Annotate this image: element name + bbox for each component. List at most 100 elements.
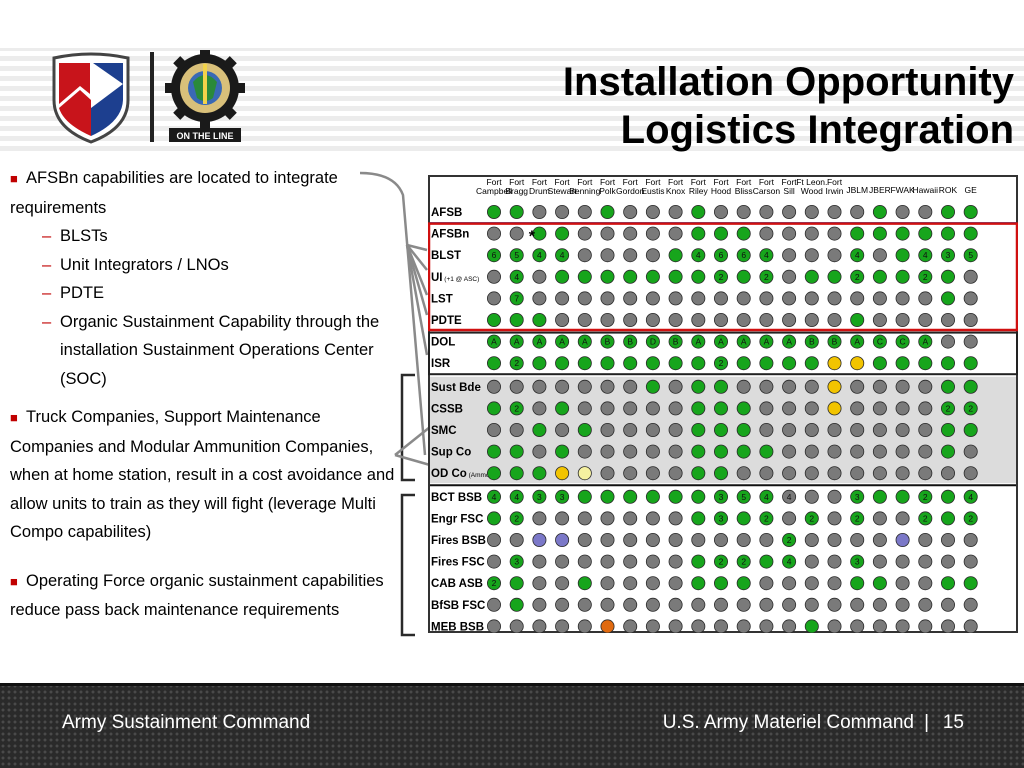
status-dot: [895, 204, 910, 219]
status-dot: [487, 401, 502, 416]
status-dot: [895, 401, 910, 416]
status-dot: [895, 444, 910, 459]
status-dot: [509, 511, 524, 526]
dot-count-label: 4: [764, 492, 769, 502]
status-dot: [600, 554, 615, 569]
status-dot: [827, 597, 842, 612]
status-dot: [963, 489, 978, 504]
status-dot: [759, 576, 774, 591]
row-label: Fires BSB: [431, 535, 486, 547]
status-dot: [782, 379, 797, 394]
status-dot: [850, 619, 865, 633]
status-dot: [645, 379, 660, 394]
status-dot: [509, 597, 524, 612]
status-dot: [963, 356, 978, 371]
dot-count-label: B: [605, 337, 611, 347]
status-dot: [759, 401, 774, 416]
status-dot: [850, 334, 865, 349]
status-dot: [668, 379, 683, 394]
status-dot: [600, 466, 615, 481]
status-dot: [487, 554, 502, 569]
status-dot: [827, 422, 842, 437]
status-dot: [895, 226, 910, 241]
status-dot: [850, 248, 865, 263]
status-dot: [827, 619, 842, 633]
status-dot: [782, 489, 797, 504]
status-dot: [532, 334, 547, 349]
status-dot: [668, 204, 683, 219]
status-dot: [759, 248, 774, 263]
status-dot: [577, 597, 592, 612]
status-dot: [555, 248, 570, 263]
status-dot: [555, 401, 570, 416]
status-dot: [623, 248, 638, 263]
status-dot: [736, 619, 751, 633]
status-dot: [827, 269, 842, 284]
status-dot: [759, 291, 774, 306]
status-dot: [827, 248, 842, 263]
asterisk-note: *: [529, 229, 536, 246]
status-dot: [487, 619, 501, 633]
status-dot: [487, 226, 502, 241]
status-dot: [668, 554, 683, 569]
status-dot: [600, 269, 615, 284]
row-label: CAB ASB: [431, 578, 483, 590]
dot-count-label: B: [673, 337, 679, 347]
status-dot: [918, 576, 933, 591]
status-dot: [782, 619, 797, 633]
status-dot: [782, 597, 797, 612]
column-header: Ft Leon.Wood: [796, 177, 827, 196]
status-dot: [759, 489, 774, 504]
status-dot: [577, 554, 592, 569]
status-dot: [713, 204, 728, 219]
status-dot: [532, 226, 547, 241]
status-dot: [759, 532, 774, 547]
status-dot: [941, 204, 956, 219]
status-dot: [941, 422, 956, 437]
status-dot: [555, 489, 570, 504]
status-dot: [509, 356, 524, 371]
status-dot: [509, 226, 524, 241]
status-dot: [759, 511, 774, 526]
status-dot: [850, 554, 865, 569]
status-dot: [509, 269, 524, 284]
status-dot: [963, 554, 978, 569]
status-dot: [963, 334, 978, 349]
status-dot: [872, 269, 887, 284]
status-dot: [623, 619, 638, 633]
dot-count-label: 3: [514, 557, 519, 567]
status-dot: [645, 422, 660, 437]
status-dot: [850, 511, 865, 526]
column-header: Hawaii: [913, 185, 939, 195]
status-dot: [691, 356, 706, 371]
status-dot: [555, 269, 570, 284]
dot-count-label: 2: [855, 513, 860, 523]
status-dot: [872, 532, 887, 547]
status-dot: [941, 511, 956, 526]
sub-bullet-organic-sustainment: –Organic Sustainment Capability through …: [10, 308, 395, 394]
status-dot: [691, 291, 706, 306]
dot-count-label: A: [922, 337, 928, 347]
status-dot: [850, 269, 865, 284]
status-dot: [487, 597, 502, 612]
status-dot: [782, 532, 797, 547]
dot-count-label: 3: [946, 250, 951, 260]
status-dot: [895, 619, 910, 633]
status-dot: [713, 291, 728, 306]
dot-count-label: 4: [787, 492, 792, 502]
status-dot: [850, 401, 865, 416]
status-dot: [577, 532, 592, 547]
status-dot: [713, 466, 728, 481]
status-dot: [645, 444, 660, 459]
status-dot: [555, 334, 570, 349]
dot-count-label: B: [627, 337, 633, 347]
status-dot: [623, 312, 638, 327]
status-dot: [691, 334, 706, 349]
status-dot: [668, 401, 683, 416]
